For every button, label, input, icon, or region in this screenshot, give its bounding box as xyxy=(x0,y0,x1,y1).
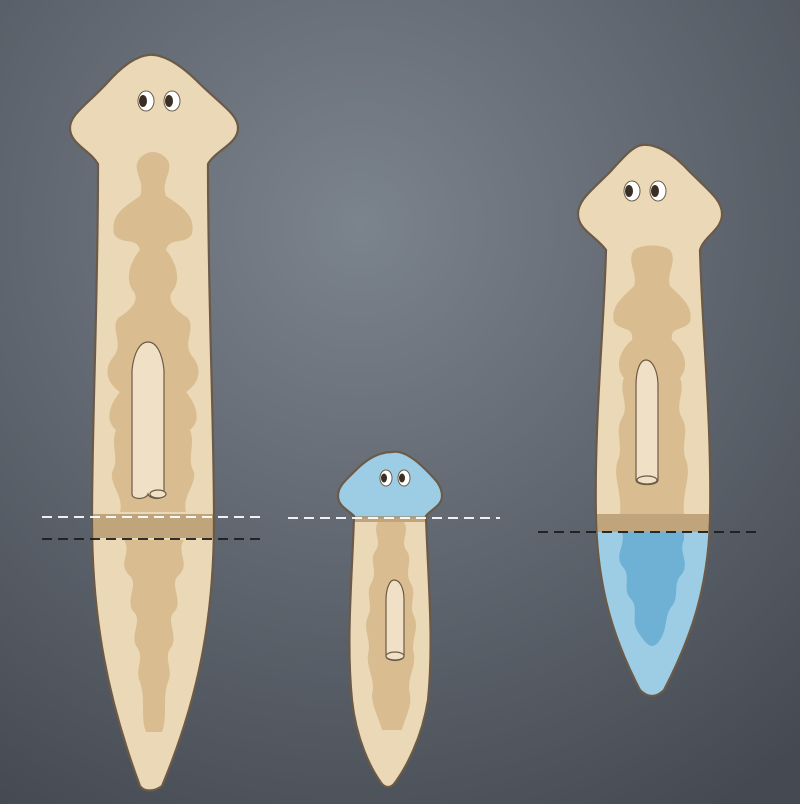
right-pupil xyxy=(399,474,405,483)
pharynx xyxy=(636,360,658,485)
pharynx xyxy=(386,580,404,661)
cut-region-band xyxy=(580,514,730,532)
left-pupil xyxy=(625,185,633,197)
pharynx-opening xyxy=(386,652,404,660)
pharynx-opening xyxy=(637,476,657,484)
right-pupil xyxy=(651,185,659,197)
left-pupil xyxy=(381,474,387,483)
pharynx xyxy=(132,342,164,499)
pharynx-opening xyxy=(150,490,166,498)
left-pupil xyxy=(139,95,147,107)
right-pupil xyxy=(165,95,173,107)
